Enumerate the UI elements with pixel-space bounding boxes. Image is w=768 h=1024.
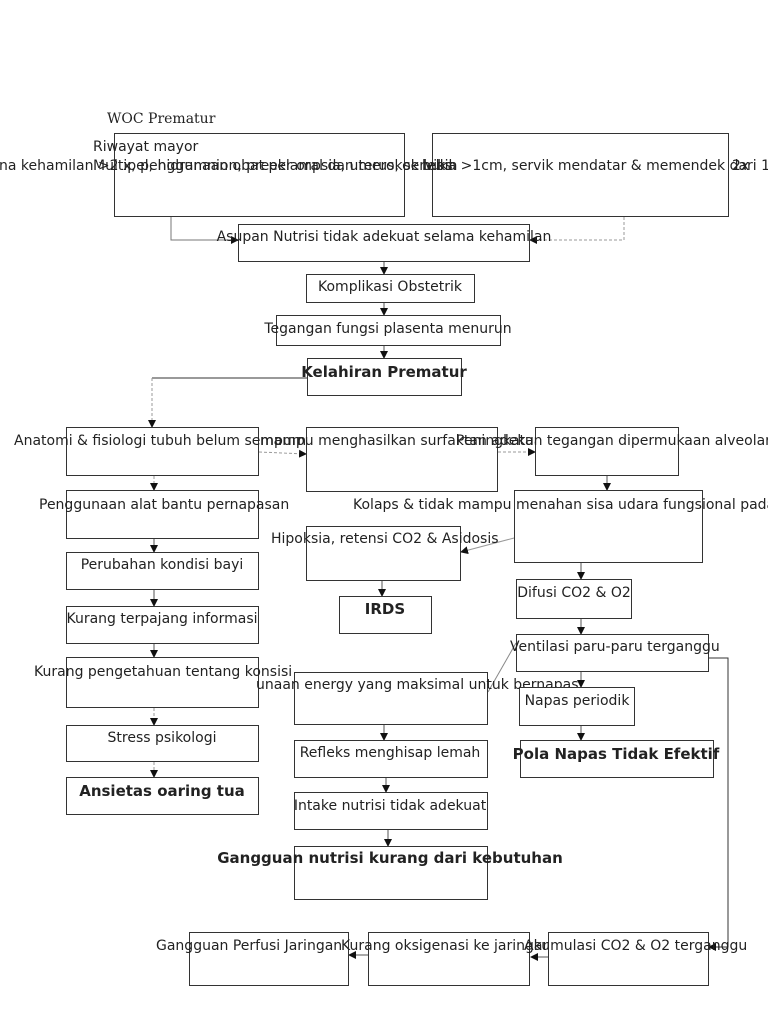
- node-kolaps-box: [514, 490, 703, 563]
- node-hipoksia-box: [306, 526, 461, 581]
- node-kurang-info: Kurang terpajang informasi: [66, 611, 258, 627]
- box-riwayat-mayor: [114, 133, 405, 217]
- node-ventilasi: Ventilasi paru-paru terganggu: [510, 639, 720, 655]
- node-gangguan-perfusi: Gangguan Perfusi Jaringan: [156, 938, 343, 954]
- node-gangguan-nutrisi-box: [294, 846, 488, 900]
- node-ansietas-box: [66, 777, 259, 815]
- node-perubahan: Perubahan kondisi bayi: [80, 557, 244, 573]
- node-ansietas: Ansietas oaring tua: [79, 782, 245, 800]
- box-serviks: [432, 133, 729, 217]
- node-gangguan-nutrisi: Gangguan nutrisi kurang dari kebutuhan: [217, 849, 563, 867]
- node-irds: IRDS: [364, 600, 406, 618]
- node-stress-box: [66, 725, 259, 762]
- node-energy-box: [294, 672, 488, 725]
- node-ventilasi-box: [516, 634, 709, 672]
- node-kolaps: Kolaps & tidak mampu menahan sisa udara …: [353, 497, 768, 513]
- node-komplikasi-box: [306, 274, 475, 303]
- node-stress: Stress psikologi: [107, 730, 217, 746]
- node-kurang-pengetahuan: Kurang pengetahuan tentang konsisi: [34, 664, 293, 680]
- node-oksigenasi: Kurang oksigenasi ke jaringan: [341, 938, 552, 954]
- serviks-text: buka >1cm, servik mendatar & memendek da…: [422, 158, 768, 174]
- node-pola-napas: Pola Napas Tidak Efektif: [512, 745, 720, 763]
- node-penggunaan-box: [66, 490, 259, 539]
- node-asupan: Asupan Nutrisi tidak adekuat selama keha…: [216, 229, 552, 245]
- node-difusi-box: [516, 579, 632, 619]
- node-napas-periodik: Napas periodik: [524, 693, 630, 709]
- node-surfaktan: mampu menghasilkan surfaktan adekuat: [260, 433, 548, 449]
- node-kelahiran-box: [307, 358, 462, 396]
- multipel-text: Multipel, hidramnion, preeklampsia, uter…: [93, 158, 453, 174]
- node-difusi: Difusi CO2 & O2: [517, 585, 631, 601]
- node-anatomi-box: [66, 427, 259, 476]
- diagram-title: WOC Prematur: [107, 111, 216, 127]
- node-anatomi: Anatomi & fisiologi tubuh belum sempurna: [14, 433, 315, 449]
- node-kurang-pengetahuan-box: [66, 657, 259, 708]
- node-napas-periodik-box: [519, 687, 635, 726]
- node-surfaktan-box: [306, 427, 498, 492]
- node-akumulasi: Akumulasi CO2 & O2 terganggu: [524, 938, 748, 954]
- node-kurang-info-box: [66, 606, 259, 644]
- node-hipoksia: Hipoksia, retensi CO2 & Asidosis: [271, 531, 499, 547]
- serviks-text-end: 2x: [732, 158, 750, 174]
- node-tegangan-box: [276, 315, 501, 346]
- node-pola-napas-box: [520, 740, 714, 778]
- node-asupan-box: [238, 224, 530, 262]
- node-intake: Intake nutrisi tidak adekuat: [293, 798, 487, 814]
- riwayat-mayor-text: na kehamilan >2 x, penggunaan obat per o…: [0, 158, 458, 174]
- node-oksigenasi-box: [368, 932, 530, 986]
- riwayat-mayor-heading: Riwayat mayor: [93, 139, 199, 155]
- node-alveolar-box: [535, 427, 679, 476]
- node-akumulasi-box: [548, 932, 709, 986]
- node-refleks: Refleks menghisap lemah: [299, 745, 481, 761]
- node-perubahan-box: [66, 552, 259, 590]
- node-penggunaan: Penggunaan alat bantu pernapasan: [39, 497, 290, 513]
- node-irds-box: [339, 596, 432, 634]
- node-refleks-box: [294, 740, 488, 778]
- node-alveolar: Peningkatan tegangan dipermukaan alveola…: [456, 433, 768, 449]
- node-komplikasi: Komplikasi Obstetrik: [318, 279, 462, 295]
- node-intake-box: [294, 792, 488, 830]
- node-kelahiran: Kelahiran Prematur: [301, 363, 467, 381]
- node-energy: unaan energy yang maksimal untuk bernapa…: [256, 677, 579, 693]
- node-gangguan-perfusi-box: [189, 932, 349, 986]
- node-tegangan: Tegangan fungsi plasenta menurun: [264, 321, 512, 337]
